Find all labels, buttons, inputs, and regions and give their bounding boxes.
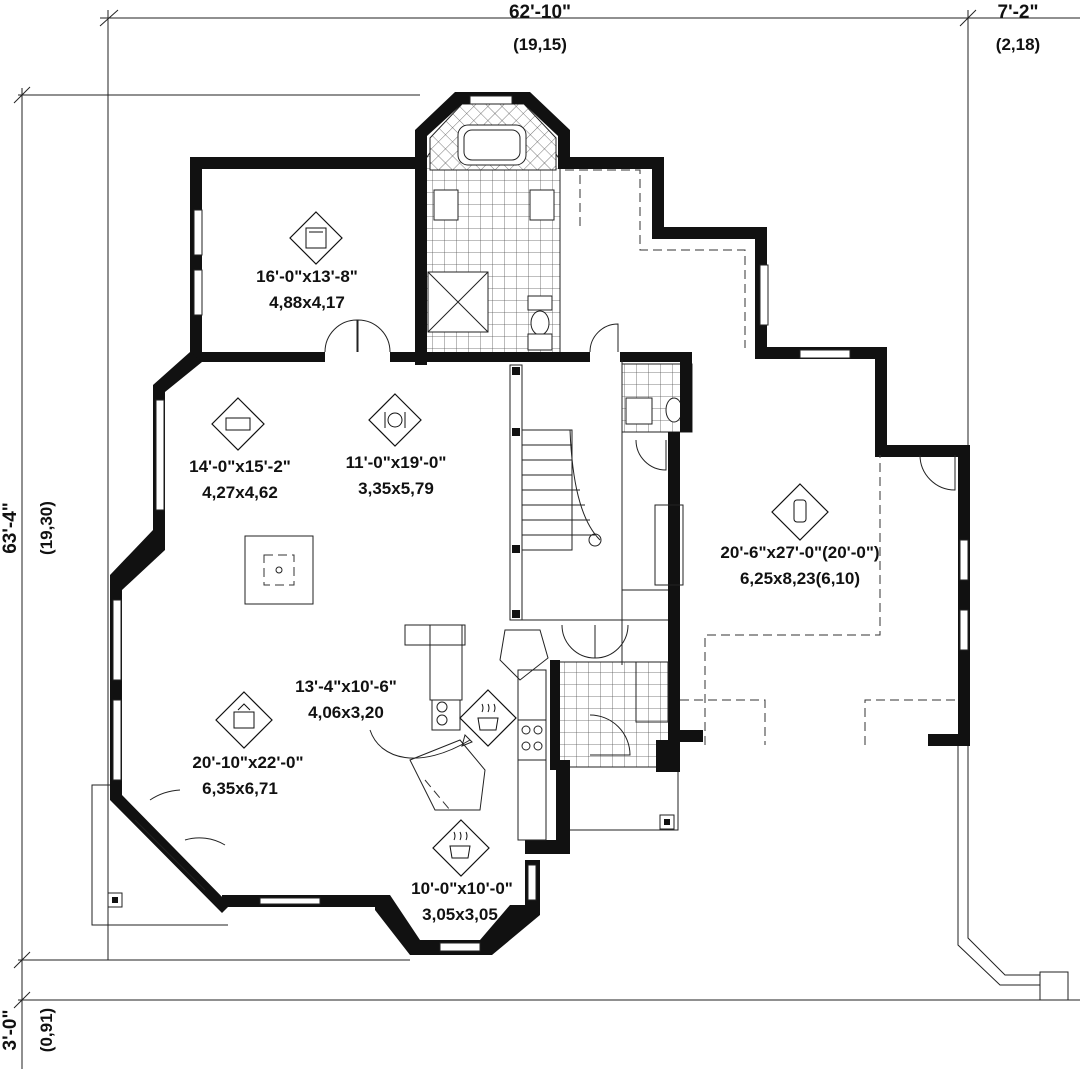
left-bottom-dimension: 3'-0" <box>0 1010 21 1051</box>
dining-size: 11'-0"x19'-0" <box>346 453 447 472</box>
family-size: 20'-10"x22'-0" <box>192 753 303 772</box>
top-main-dimension: 62'-10" <box>509 2 571 23</box>
sofa-icon <box>211 397 265 451</box>
master-bath <box>424 103 561 359</box>
tv-icon <box>215 691 273 749</box>
breakfast-size: 10'-0"x10'-0" <box>411 879 513 898</box>
bedroom-size: 16'-0"x13'-8" <box>256 267 358 286</box>
left-main-dimension-metric: (19,30) <box>37 501 56 555</box>
top-side-dimension-metric: (2,18) <box>996 35 1040 54</box>
coffee-icon <box>432 819 490 877</box>
top-main-dimension-metric: (19,15) <box>513 35 567 54</box>
dimension-lines <box>13 9 1080 1069</box>
dining-size-metric: 3,35x5,79 <box>358 479 434 498</box>
living-size: 14'-0"x15'-2" <box>189 457 291 476</box>
breakfast-size-metric: 3,05x3,05 <box>422 905 498 924</box>
car-icon <box>771 483 829 541</box>
family-size-metric: 6,35x6,71 <box>202 779 278 798</box>
garage-size: 20'-6"x27'-0"(20'-0") <box>720 543 879 562</box>
kitchen-size-metric: 4,06x3,20 <box>308 703 384 722</box>
garage-size-metric: 6,25x8,23(6,10) <box>740 569 860 588</box>
kitchen-size: 13'-4"x10'-6" <box>295 677 397 696</box>
windows <box>112 95 969 952</box>
left-main-dimension: 63'-4" <box>0 502 21 554</box>
living-size-metric: 4,27x4,62 <box>202 483 278 502</box>
left-bottom-dimension-metric: (0,91) <box>37 1008 56 1052</box>
bedroom-size-metric: 4,88x4,17 <box>269 293 345 312</box>
stove-icon <box>459 689 517 747</box>
bed-icon <box>289 211 343 265</box>
interior-lines <box>134 169 958 891</box>
plate-icon <box>368 393 422 447</box>
top-side-dimension: 7'-2" <box>998 2 1039 23</box>
